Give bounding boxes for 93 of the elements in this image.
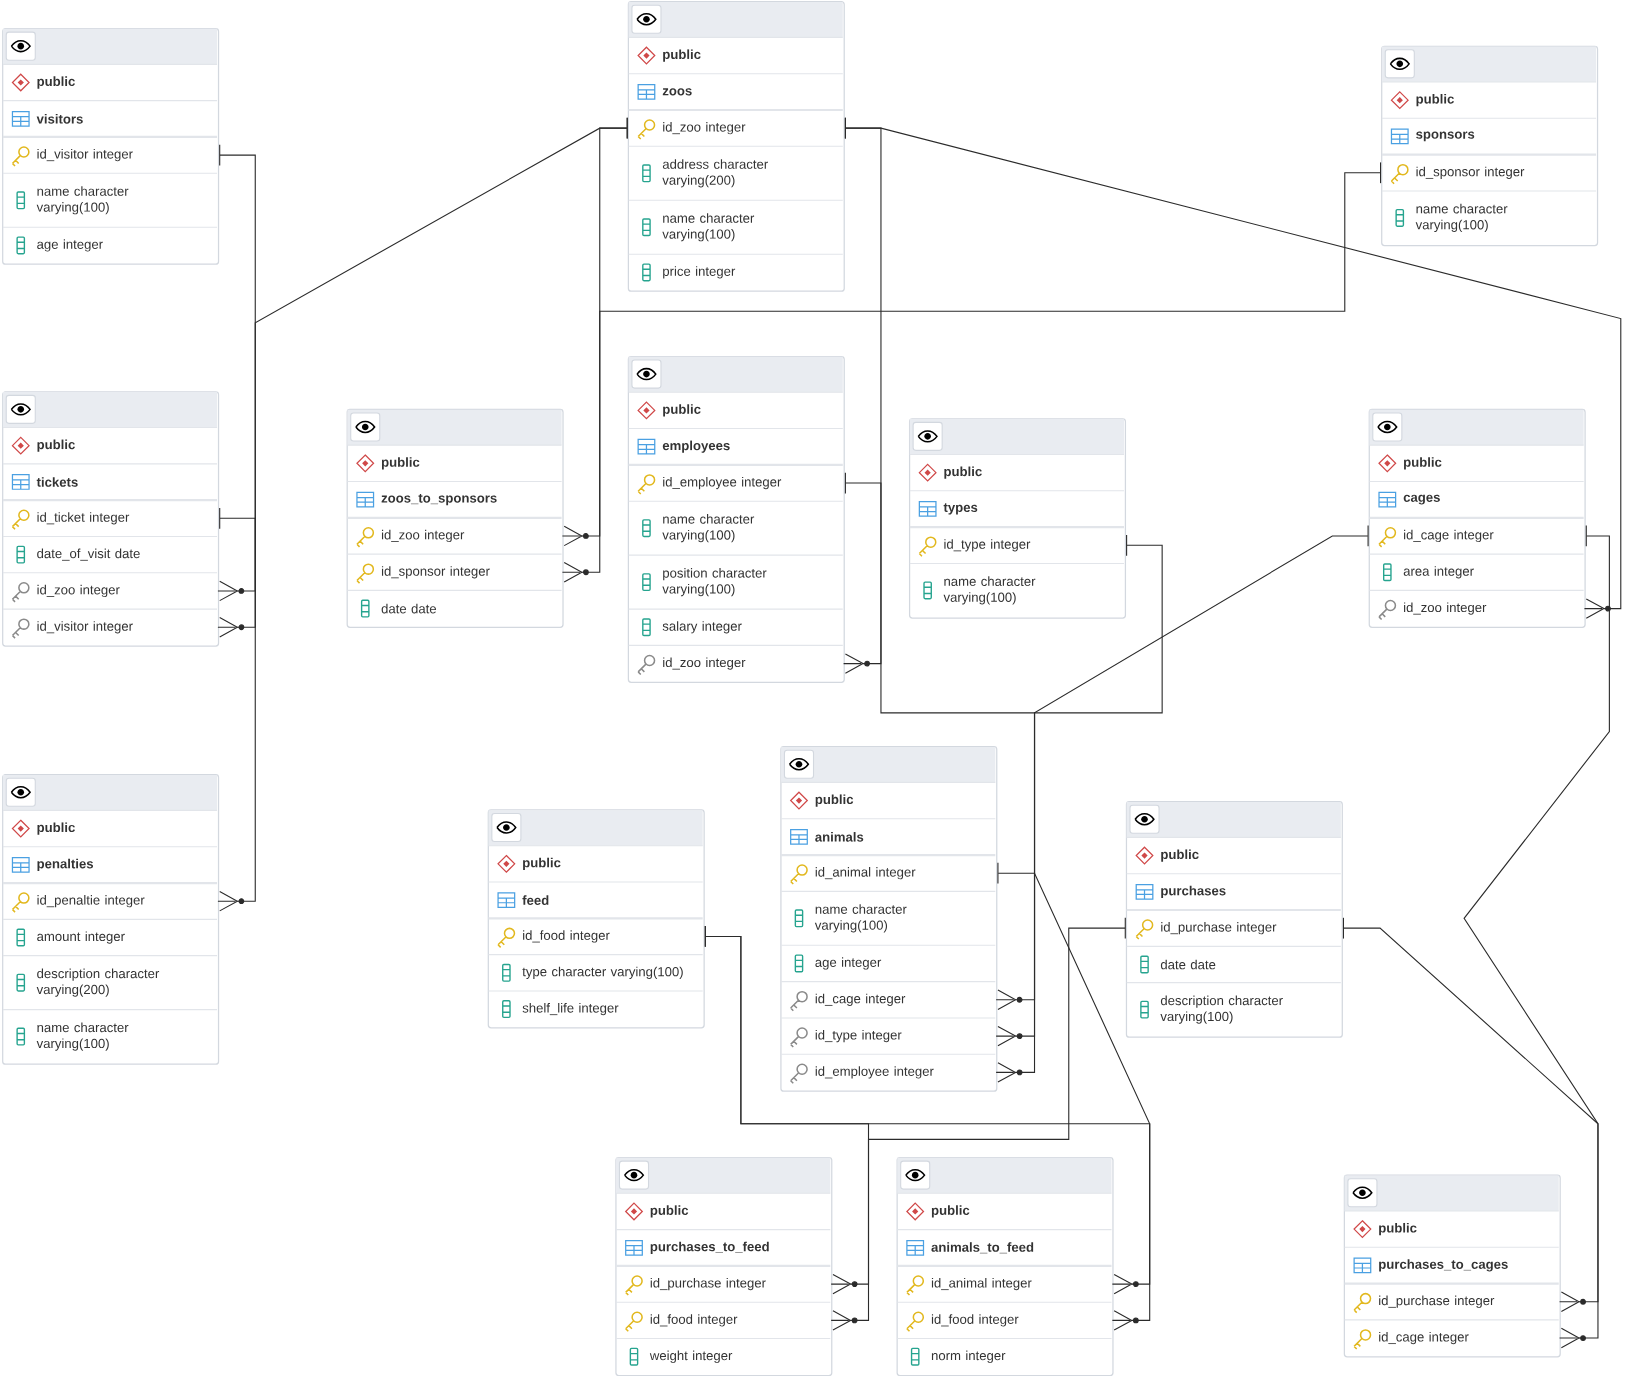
table-name: types — [943, 503, 978, 515]
column-label: id_sponsor integer — [382, 565, 490, 579]
schema-name: public — [931, 1205, 970, 1218]
column-label: id_ticket integer — [37, 512, 130, 525]
schema-name: public — [1416, 93, 1454, 107]
column-label: name character varying(100) — [1415, 203, 1508, 232]
column-label: position character varying(100) — [662, 567, 767, 596]
schema-name: public — [1161, 849, 1199, 862]
column-label: id_zoo integer — [1404, 602, 1487, 615]
schema-name: public — [663, 404, 701, 417]
table-name: zoos_to_sponsors — [381, 493, 497, 506]
connector-line — [561, 161, 1382, 583]
column-label: norm integer — [931, 1350, 1006, 1363]
schema-name: public — [663, 49, 701, 62]
column-label: date_of_visit date — [37, 548, 140, 561]
column-label: id_zoo integer — [382, 529, 465, 542]
table-name: zoos — [662, 88, 692, 96]
schema-name: public — [37, 822, 75, 835]
table-name: employees — [662, 440, 730, 453]
connector-line — [995, 524, 1369, 1010]
schema-name: public — [37, 439, 75, 452]
column-label: id_purchase integer — [1161, 921, 1277, 935]
schema-name: public — [944, 466, 982, 479]
column-label: id_cage integer — [815, 993, 906, 1006]
column-label: address character varying(200) — [662, 159, 768, 188]
connector-line — [561, 117, 628, 546]
column-label: name character varying(100) — [36, 1022, 129, 1051]
column-label: salary integer — [662, 620, 742, 634]
column-label: description character varying(200) — [36, 968, 160, 997]
table-name: animals_to_feed — [931, 1242, 1034, 1254]
connector-line — [997, 862, 1151, 1295]
schema-name: public — [1379, 1222, 1417, 1235]
table-name: penalties — [37, 858, 94, 871]
connector-line — [1463, 524, 1610, 1349]
column-label: shelf_life integer — [522, 1002, 619, 1016]
schema-name: public — [650, 1205, 689, 1218]
column-label: name character varying(100) — [662, 513, 755, 543]
schema-name: public — [37, 76, 75, 89]
table-name: feed — [522, 895, 549, 905]
column-label: id_zoo integer — [663, 121, 746, 135]
column-label: id_cage integer — [1404, 529, 1494, 542]
schema-name: public — [1404, 457, 1442, 470]
schema-name: public — [523, 857, 561, 870]
column-label: id_type integer — [815, 1029, 902, 1042]
connector-line — [217, 144, 256, 638]
column-label: id_zoo integer — [37, 584, 120, 597]
column-label: name character varying(100) — [943, 576, 1036, 605]
table-name: purchases_to_cages — [1379, 1259, 1508, 1272]
column-label: description character varying(100) — [1160, 995, 1283, 1024]
column-label: area integer — [1403, 565, 1474, 579]
column-label: amount integer — [37, 931, 125, 944]
column-label: date date — [381, 603, 437, 614]
column-label: age integer — [37, 239, 103, 252]
column-label: price integer — [663, 266, 736, 279]
column-label: id_animal integer — [815, 866, 916, 880]
connector-line — [704, 925, 870, 1331]
column-label: date date — [1160, 959, 1216, 970]
column-label: name character varying(100) — [36, 186, 129, 215]
column-label: id_zoo integer — [663, 657, 746, 670]
table-name: tickets — [36, 476, 78, 487]
table-name: purchases — [1161, 885, 1226, 898]
column-label: id_sponsor integer — [1416, 166, 1525, 179]
column-label: name character varying(100) — [814, 904, 907, 933]
column-label: id_visitor integer — [37, 148, 133, 162]
connector-line — [217, 507, 256, 912]
table-name: cages — [1403, 494, 1440, 505]
column-label: id_purchase integer — [1379, 1295, 1495, 1308]
schema-name: public — [381, 457, 420, 470]
column-label: id_penaltie integer — [37, 894, 145, 908]
column-label: id_food integer — [650, 1314, 738, 1327]
column-label: id_food integer — [523, 930, 610, 943]
table-name: visitors — [36, 113, 83, 124]
column-label: id_visitor integer — [37, 620, 133, 634]
column-label: id_employee integer — [663, 476, 782, 489]
column-label: id_type integer — [944, 538, 1031, 552]
column-label: id_employee integer — [815, 1066, 934, 1079]
connector-line — [995, 534, 1163, 1047]
connector-line — [1342, 917, 1599, 1312]
connector-line — [844, 471, 1036, 1083]
column-label: age integer — [815, 957, 882, 970]
table-name: animals — [815, 831, 864, 842]
schema-name: public — [815, 794, 854, 807]
connector-line — [844, 117, 1622, 619]
column-label: weight integer — [649, 1350, 733, 1363]
column-label: id_cage integer — [1379, 1331, 1469, 1344]
column-label: id_purchase integer — [650, 1277, 766, 1290]
column-label: name character varying(100) — [662, 212, 755, 242]
column-label: type character varying(100) — [522, 966, 683, 979]
column-label: id_animal integer — [931, 1277, 1032, 1290]
column-label: id_food integer — [931, 1314, 1019, 1327]
connector-line — [830, 917, 1126, 1295]
table-name: sponsors — [1416, 131, 1475, 142]
table-name: purchases_to_feed — [650, 1241, 769, 1254]
